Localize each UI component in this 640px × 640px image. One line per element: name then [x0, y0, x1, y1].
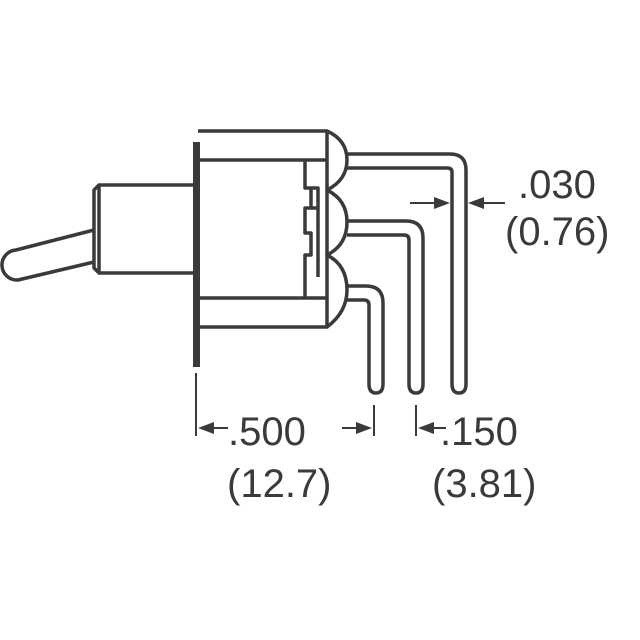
dimension-pin-thickness: .030 (0.76) [410, 163, 610, 254]
dimension-label-inch: .150 [440, 410, 518, 454]
dimension-label-mm: (0.76) [505, 210, 610, 254]
terminal-pin-3 [347, 284, 385, 395]
bushing [92, 183, 193, 275]
dimension-label-mm: (12.7) [227, 462, 332, 506]
switch-body [198, 129, 329, 329]
terminal-pin-2 [347, 219, 425, 395]
dimension-panel-to-pin: .500 (12.7) [195, 373, 375, 506]
terminal-slots [303, 160, 320, 298]
dimension-label-inch: .500 [228, 410, 306, 454]
terminal-pin-1 [347, 152, 468, 395]
dimension-pin-pitch: .150 (3.81) [415, 405, 537, 506]
dimension-label-inch: .030 [518, 163, 596, 207]
toggle-lever [0, 228, 95, 282]
dimension-label-mm: (3.81) [432, 462, 537, 506]
terminal-domes [325, 129, 349, 329]
mounting-plate [193, 142, 200, 367]
